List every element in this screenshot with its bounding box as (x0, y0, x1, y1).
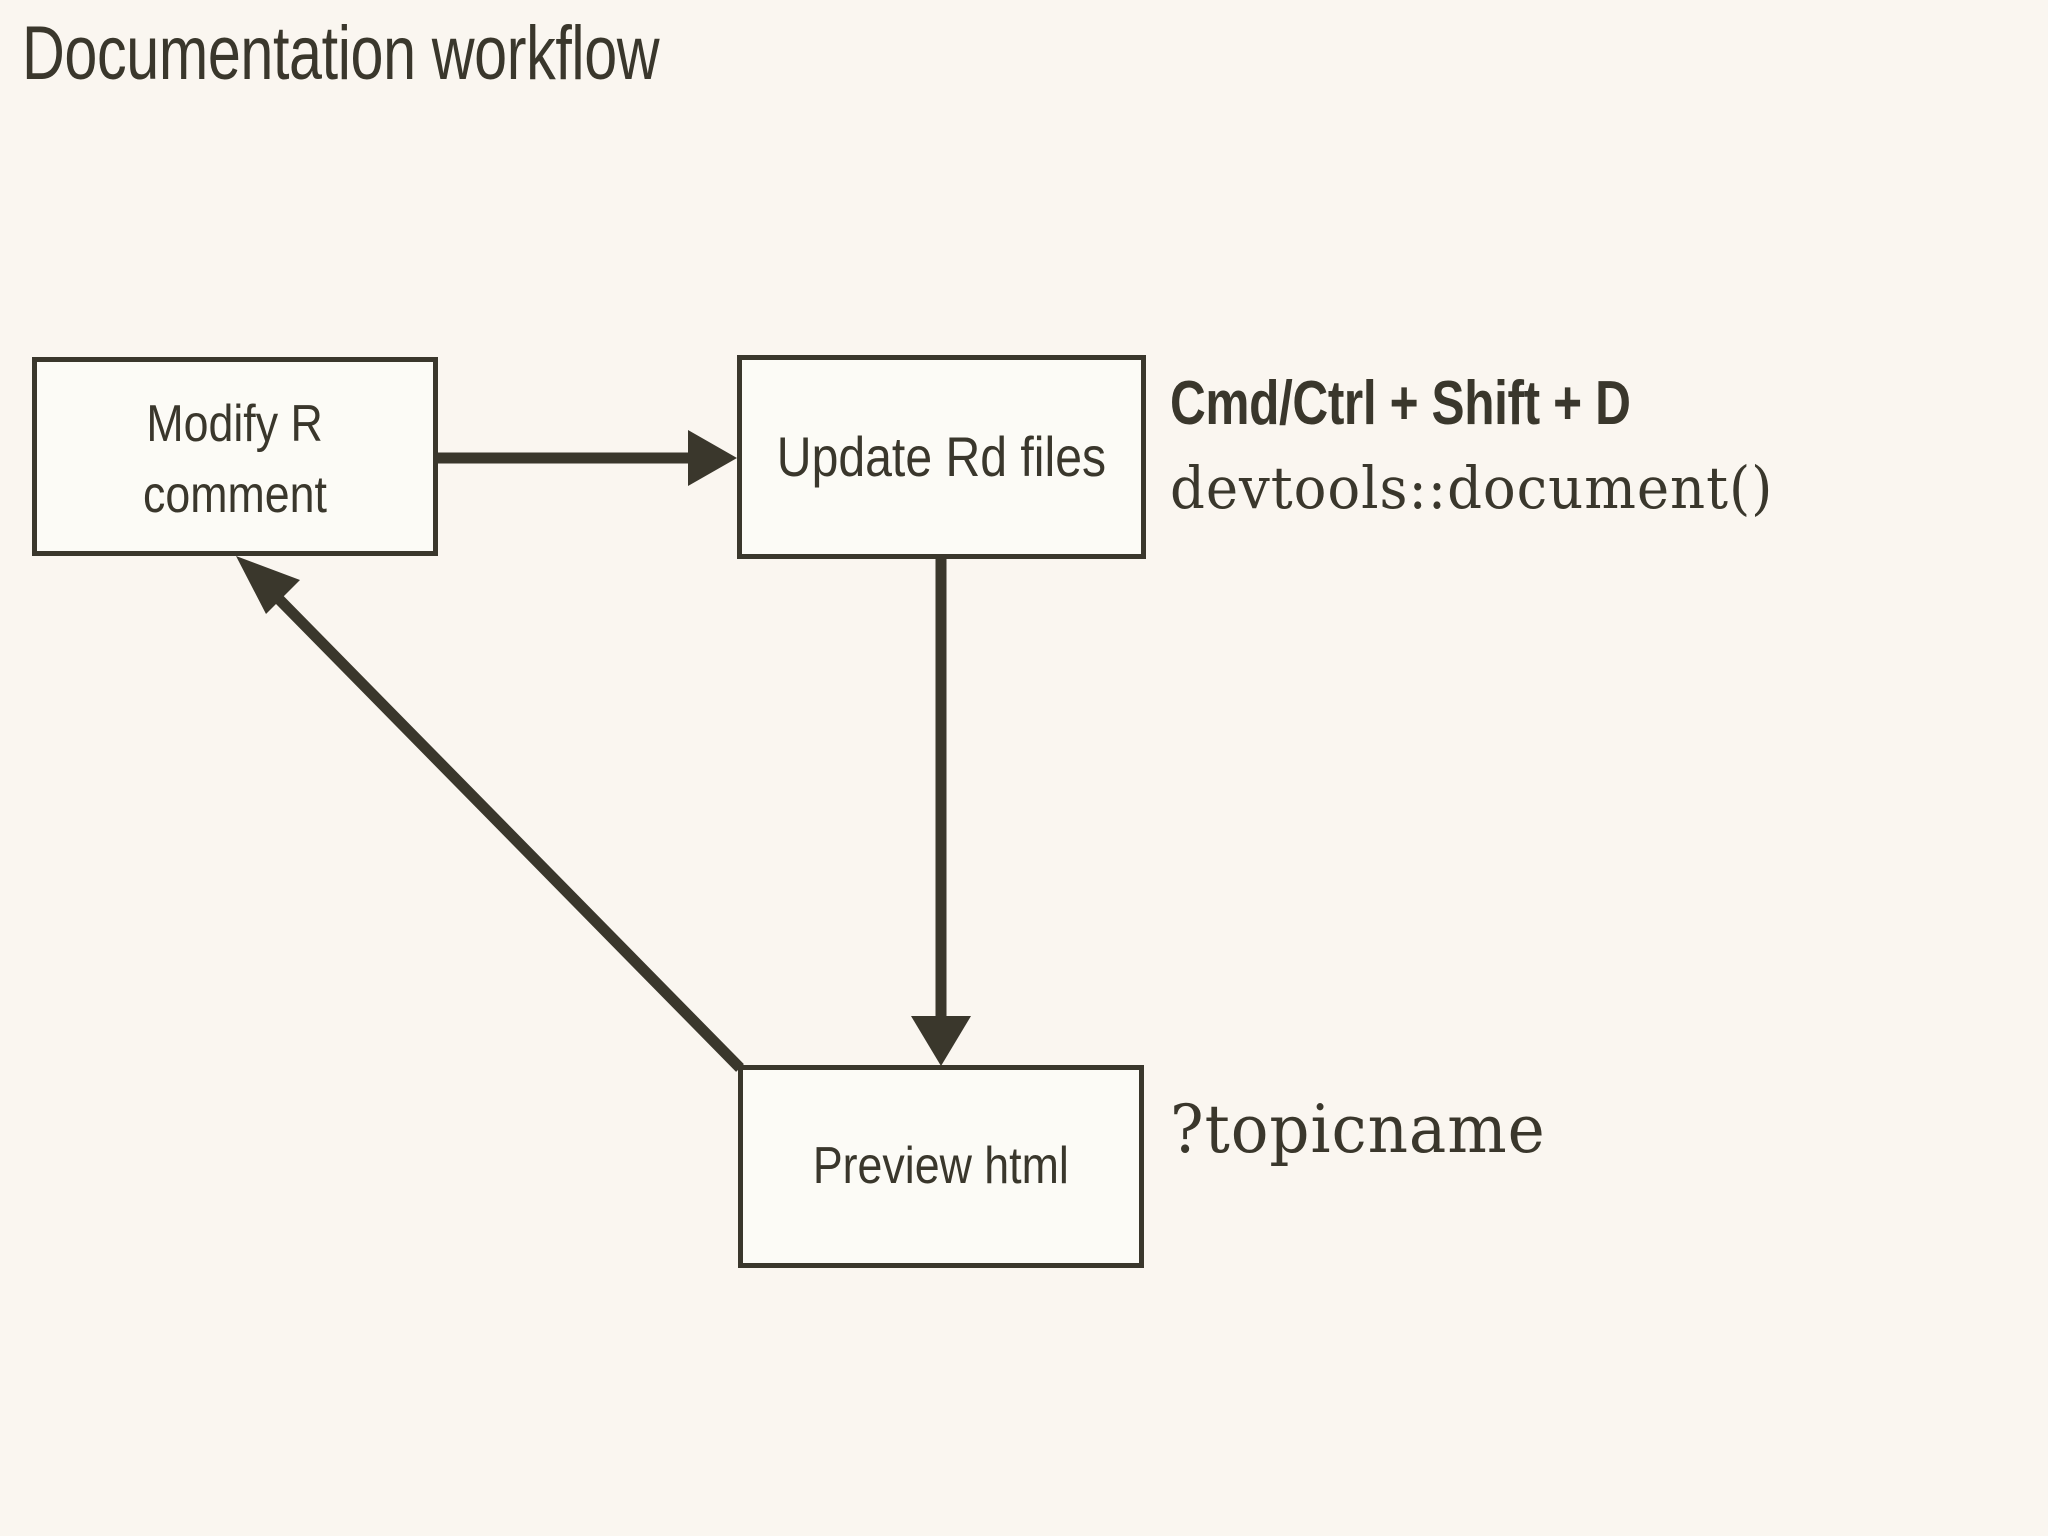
flow-node-modify-r[interactable]: Modify R comment (32, 357, 438, 556)
flow-node-preview-html-label: Preview html (813, 1137, 1069, 1196)
page-title: Documentation workflow (22, 11, 660, 96)
flow-node-modify-r-line-1: Modify R (146, 395, 324, 454)
flow-node-preview-html[interactable]: Preview html (738, 1065, 1144, 1268)
flow-node-update-rd[interactable]: Update Rd files (737, 355, 1146, 559)
annotation-keyboard-shortcut: Cmd/Ctrl + Shift + D (1170, 369, 1631, 438)
arrow-preview-to-modify (236, 556, 744, 1072)
arrow-modify-to-update (438, 430, 737, 486)
flow-node-modify-r-line-2: comment (143, 465, 327, 524)
arrow-update-to-preview (911, 559, 971, 1066)
annotation-devtools-document-call: devtools::document() (1170, 454, 1774, 522)
annotation-help-topicname-call: ?topicname (1170, 1091, 1546, 1168)
flow-node-update-rd-label: Update Rd files (776, 424, 1107, 488)
